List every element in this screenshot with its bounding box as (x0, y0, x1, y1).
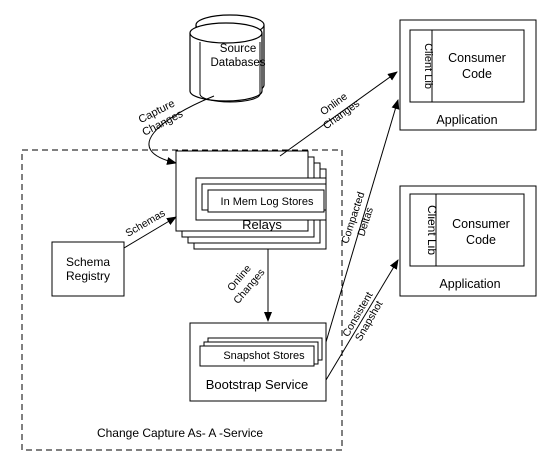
client-lib-1-label: Client Lib (422, 43, 434, 89)
compacted-deltas-label: Compacted Deltas (339, 190, 376, 245)
service-boundary (21, 149, 343, 451)
bootstrap-service-label: Bootstrap Service (206, 377, 309, 392)
consumer-code-1-label-2: Code (462, 67, 492, 81)
relays-label: Relays (242, 217, 282, 232)
application-2-label: Application (439, 277, 500, 291)
snapshot-stores-label: Snapshot Stores (223, 350, 305, 362)
source-databases-label-1: Source (220, 43, 256, 55)
compacted-deltas-arrow (325, 99, 400, 343)
online-changes-arrow (279, 71, 398, 157)
online-changes-top-label: Online Changes (318, 90, 362, 132)
schemas-arrow (123, 216, 177, 249)
consistent-snapshot-arrow (325, 259, 399, 381)
schema-registry-label-2: Registry (66, 269, 110, 283)
source-databases-label-2: Databases (211, 57, 266, 69)
application-1: Client Lib Consumer Code Application (399, 19, 537, 131)
consistent-snapshot-label: Consistent Snapshot (340, 290, 385, 343)
capture-changes-label: Capture Changes (137, 98, 186, 139)
application-2: Client Lib Consumer Code Application (399, 185, 537, 297)
relays-stack: In Mem Log Stores Relays (175, 150, 327, 250)
consumer-code-2-label-1: Consumer (452, 217, 510, 231)
bootstrap-service: Snapshot Stores Bootstrap Service (189, 322, 327, 402)
service-boundary-label: Change Capture As- A -Service (97, 426, 263, 440)
application-1-label: Application (436, 113, 497, 127)
capture-changes-arrow (148, 95, 215, 165)
client-lib-2-label: Client Lib (425, 205, 439, 255)
consumer-code-2-label-2: Code (466, 233, 496, 247)
consumer-code-1-label-1: Consumer (448, 51, 506, 65)
log-stores-label: In Mem Log Stores (221, 196, 314, 208)
source-databases: Source Databases (189, 14, 266, 103)
schema-registry-label-1: Schema (66, 255, 110, 269)
schema-registry-box (51, 241, 125, 297)
online-changes-mid-label: Online Changes (225, 263, 267, 307)
